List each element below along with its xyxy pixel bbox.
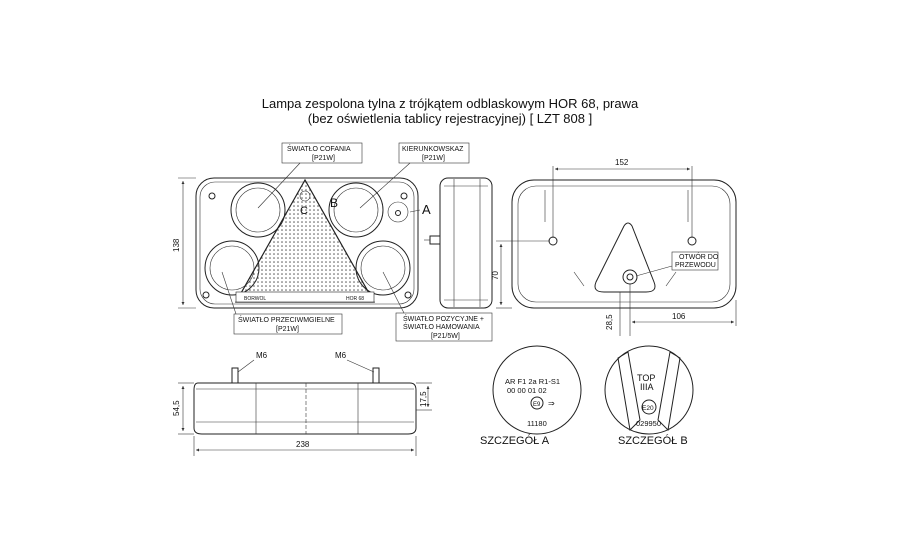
svg-text:ŚWIATŁO PRZECIWMGIELNE: ŚWIATŁO PRZECIWMGIELNE bbox=[238, 315, 335, 324]
cable-hole-triangle bbox=[594, 222, 656, 293]
mounting-stud-icon bbox=[548, 236, 558, 246]
label-reversing-light: ŚWIATŁO COFANIA [P21W] bbox=[257, 142, 363, 209]
approval-e-mark-icon bbox=[641, 399, 657, 415]
detail-b-approval: E20 bbox=[642, 405, 654, 412]
side-housing-outline bbox=[439, 177, 493, 309]
drawing-title: Lampa zespolona tylna z trójkątem odblas… bbox=[0, 96, 900, 126]
arrow-right-icon: ⇒ bbox=[548, 399, 555, 408]
indicator-lamp-circle bbox=[328, 182, 384, 238]
title-line-2: (bez oświetlenia tablicy rejestracyjnej)… bbox=[307, 111, 593, 126]
svg-text:ŚWIATŁO POZYCYJNE +: ŚWIATŁO POZYCYJNE + bbox=[403, 314, 484, 323]
detail-b-line2: IIIA bbox=[640, 382, 654, 392]
svg-text:[P21/5W]: [P21/5W] bbox=[431, 333, 460, 340]
screw-icon bbox=[404, 291, 412, 299]
approval-e-mark-icon bbox=[530, 396, 544, 410]
detail-a-row2: 00 00 01 02 bbox=[507, 386, 547, 395]
detail-a-circle bbox=[492, 345, 582, 435]
dimension-width-top: 152 bbox=[615, 158, 629, 167]
position-lamp-circle bbox=[355, 240, 411, 296]
mounting-stud-icon bbox=[687, 236, 697, 246]
front-housing-outline bbox=[195, 177, 419, 309]
dimension-offset-small: 28,5 bbox=[605, 314, 614, 330]
label-cable-hole: OTWÓR DO PRZEWODU bbox=[635, 251, 719, 277]
svg-text:PRZEWODU: PRZEWODU bbox=[675, 262, 716, 269]
svg-text:ŚWIATŁO COFANIA: ŚWIATŁO COFANIA bbox=[287, 144, 351, 153]
mounting-stud-right bbox=[372, 367, 380, 384]
reflector-letter-b: B bbox=[330, 196, 338, 210]
front-view: BORWOL HOR 68 C B A ŚWIATŁO COFANIA [P21… bbox=[172, 142, 493, 342]
detail-b-line1: TOP bbox=[637, 373, 655, 383]
bottom-housing-outline bbox=[193, 382, 417, 435]
screw-icon bbox=[202, 291, 210, 299]
back-view: OTWÓR DO PRZEWODU 152 70 106 28,5 bbox=[491, 158, 737, 336]
detail-a-row1: AR F1 2a R1-S1 bbox=[505, 377, 560, 386]
svg-text:ŚWIATŁO HAMOWANIA: ŚWIATŁO HAMOWANIA bbox=[403, 322, 480, 331]
approval-mark-area bbox=[387, 201, 409, 223]
detail-b: TOP IIIA E20 029950 SZCZEGÓŁ B bbox=[604, 345, 694, 447]
reflector-letter-c: C bbox=[300, 205, 308, 217]
label-indicator: KIERUNKOWSKAZ [P21W] bbox=[359, 142, 470, 209]
dimension-width-back: 106 bbox=[672, 312, 686, 321]
detail-a-approval: E9 bbox=[533, 402, 541, 408]
detail-b-code: 029950 bbox=[636, 419, 661, 428]
side-view bbox=[424, 177, 493, 309]
bottom-view: M6 M6 54,5 17,5 238 bbox=[172, 351, 432, 456]
svg-text:OTWÓR DO: OTWÓR DO bbox=[679, 252, 719, 261]
dimension-height-front: 138 bbox=[172, 238, 181, 252]
reflector-left-mark: BORWOL bbox=[244, 296, 266, 302]
svg-text:[P21W]: [P21W] bbox=[276, 326, 299, 333]
detail-a: AR F1 2a R1-S1 00 00 01 02 E9 ⇒ 11180 SZ… bbox=[480, 345, 582, 447]
cable-hole-icon bbox=[622, 269, 638, 285]
detail-b-caption: SZCZEGÓŁ B bbox=[618, 434, 688, 447]
label-position-brake-light: ŚWIATŁO POZYCYJNE + ŚWIATŁO HAMOWANIA [P… bbox=[382, 271, 493, 342]
detail-a-marker: A bbox=[422, 202, 431, 217]
dimension-length: 238 bbox=[296, 440, 310, 449]
label-fog-light: ŚWIATŁO PRZECIWMGIELNE [P21W] bbox=[221, 271, 343, 335]
dimension-height-back: 70 bbox=[491, 271, 500, 280]
detail-a-code: 11180 bbox=[527, 419, 547, 428]
screw-icon bbox=[208, 192, 216, 200]
svg-text:[P21W]: [P21W] bbox=[422, 155, 445, 162]
stud-label-left: M6 bbox=[256, 351, 268, 360]
svg-text:[P21W]: [P21W] bbox=[312, 155, 335, 162]
cable-gland bbox=[429, 235, 441, 245]
svg-text:KIERUNKOWSKAZ: KIERUNKOWSKAZ bbox=[402, 146, 464, 153]
reversing-lamp-circle bbox=[230, 182, 286, 238]
detail-a-caption: SZCZEGÓŁ A bbox=[480, 434, 550, 447]
dimension-height-bottom: 54,5 bbox=[172, 400, 181, 416]
front-housing-inner bbox=[199, 181, 415, 305]
title-line-1: Lampa zespolona tylna z trójkątem odblas… bbox=[261, 96, 639, 111]
detail-b-circle bbox=[604, 345, 694, 435]
back-housing-outline bbox=[511, 179, 737, 309]
reflective-triangle bbox=[234, 178, 376, 303]
stud-label-right: M6 bbox=[335, 351, 347, 360]
reflector-right-mark: HOR 68 bbox=[346, 296, 364, 302]
screw-icon bbox=[400, 192, 408, 200]
mounting-stud-left bbox=[231, 367, 239, 384]
dimension-height-stud: 17,5 bbox=[419, 391, 428, 407]
